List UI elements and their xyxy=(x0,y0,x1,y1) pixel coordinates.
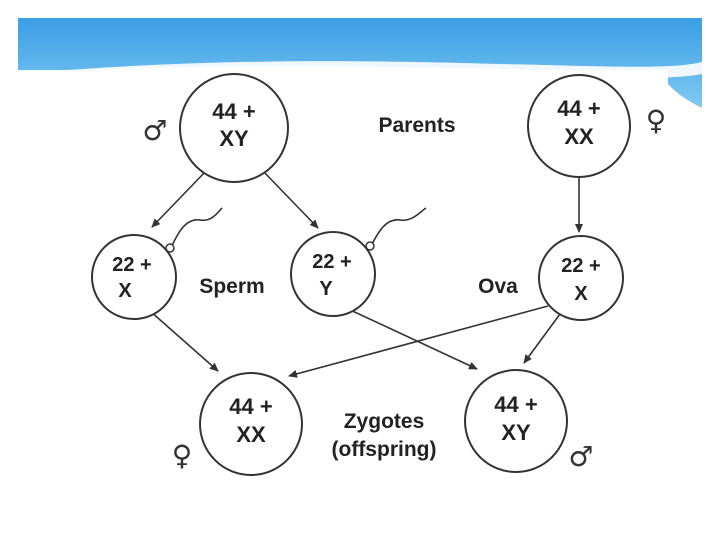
arrow-sperm-y-to-male-zygote xyxy=(345,307,478,370)
father-line2: XY xyxy=(219,126,249,151)
arrow-father-to-sperm-y xyxy=(261,169,319,229)
arrow-ovum-to-male-zygote xyxy=(523,313,561,364)
mother-line1: 44 + xyxy=(557,96,600,121)
arrow-father-to-sperm-x xyxy=(151,170,207,228)
male-zygote-line2: XY xyxy=(501,420,531,445)
mother-node: 44 + XX xyxy=(527,74,631,178)
arrows xyxy=(149,169,583,378)
female-zygote-line1: 44 + xyxy=(229,394,272,419)
female-symbol-icon: ♀ xyxy=(172,439,193,472)
father-line1: 44 + xyxy=(212,99,255,124)
arrow-sperm-x-to-female-zygote xyxy=(149,310,219,372)
parents-label: Parents xyxy=(378,114,455,137)
female-symbol-icon: ♀ xyxy=(646,104,667,137)
mother-line2: XX xyxy=(564,124,594,149)
sperm-y-line1: 22 + xyxy=(312,251,351,273)
male-zygote-node: 44 + XY xyxy=(464,369,568,473)
male-zygote-line1: 44 + xyxy=(494,392,537,417)
ovum-node: 22 + X xyxy=(538,235,624,321)
female-zygote-line2: XX xyxy=(236,422,266,447)
sperm-y-node: 22 + Y xyxy=(290,207,427,317)
sperm-y-line2: Y xyxy=(319,278,333,300)
sperm-x-line2: X xyxy=(118,280,132,302)
ovum-line2: X xyxy=(574,283,588,305)
ovum-line1: 22 + xyxy=(561,255,600,277)
offspring-label: (offspring) xyxy=(332,438,437,461)
ova-label: Ova xyxy=(478,275,518,298)
sperm-tail-icon xyxy=(169,207,223,251)
male-symbol-icon: ♂ xyxy=(142,114,167,147)
female-zygote-node: 44 + XX xyxy=(199,372,303,476)
male-symbol-icon: ♂ xyxy=(568,440,593,473)
zygotes-label: Zygotes xyxy=(344,410,425,433)
sperm-x-node: 22 + X xyxy=(91,207,223,320)
sperm-x-line1: 22 + xyxy=(112,254,151,276)
father-node: 44 + XY xyxy=(179,73,289,183)
sperm-tail-icon xyxy=(369,207,427,249)
sperm-label: Sperm xyxy=(199,275,264,298)
